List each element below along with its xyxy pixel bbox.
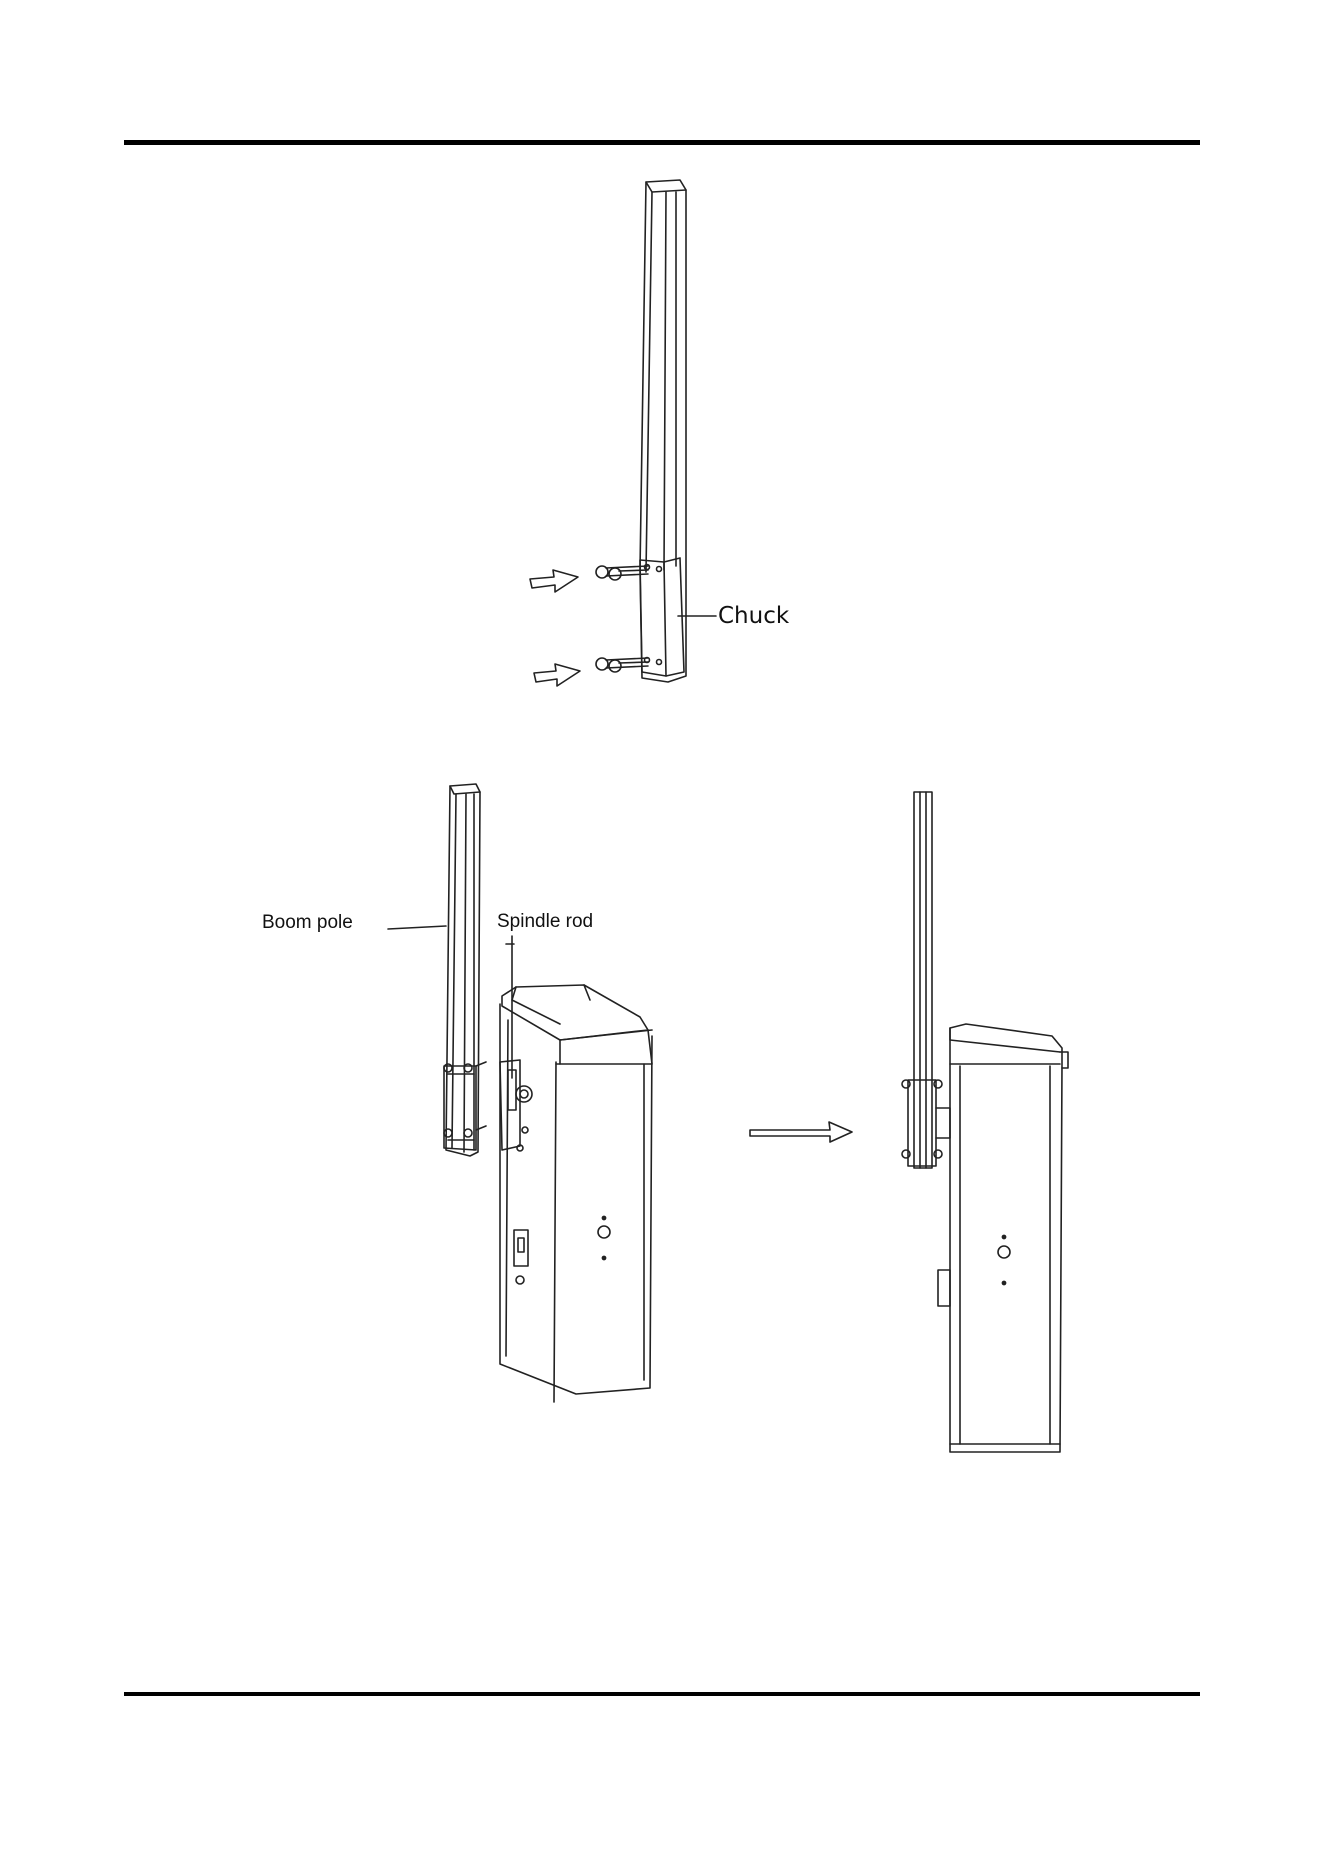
figure-assembled-barrier — [902, 792, 1068, 1452]
spindle-rod-label: Spindle rod — [497, 911, 593, 933]
chuck-label: Chuck — [718, 603, 789, 629]
figure-boom-pole-left — [444, 784, 486, 1156]
arrow-icon — [750, 1122, 852, 1142]
figure-boom-pole-with-chuck — [640, 180, 686, 682]
footer-rule — [124, 1692, 1200, 1696]
boom-pole-leader-line — [388, 926, 446, 929]
arrow-icon — [530, 570, 578, 592]
boom-pole-label: Boom pole — [262, 912, 353, 934]
arrow-icon — [534, 664, 580, 686]
figure-barrier-cabinet — [500, 944, 652, 1402]
bolts-lower — [596, 658, 648, 672]
